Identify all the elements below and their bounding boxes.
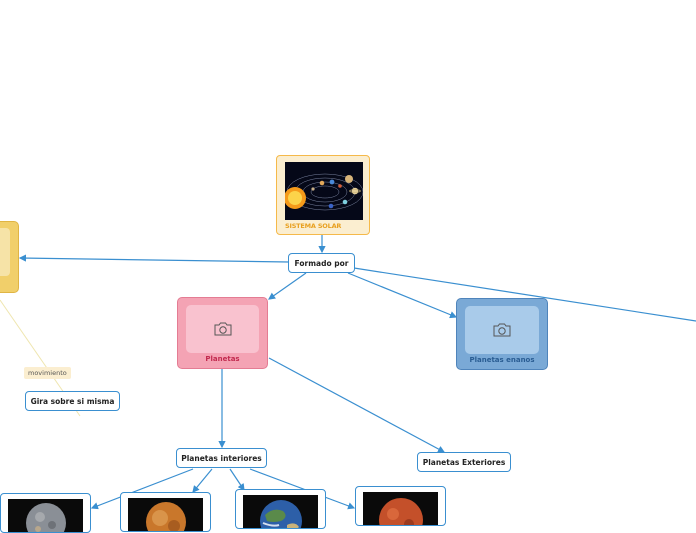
- edge-interiores-p3: [229, 468, 245, 491]
- planet-node-mercury[interactable]: [0, 493, 91, 533]
- earth-illustration: [260, 500, 302, 528]
- left-yellow-card-inner: [0, 228, 10, 276]
- edge-interiores-p1: [90, 468, 194, 510]
- planet-image-venus: [128, 498, 203, 531]
- planetas-enanos-label: Planetas enanos: [469, 356, 535, 364]
- planet-node-venus[interactable]: [120, 492, 211, 532]
- card-planetas[interactable]: Planetas: [177, 297, 268, 369]
- mercury-illustration: [26, 503, 66, 532]
- venus-illustration: [146, 502, 186, 531]
- planetas-image-placeholder: [186, 305, 259, 353]
- planet-node-earth[interactable]: [235, 489, 326, 529]
- camera-icon: [214, 322, 231, 336]
- root-title: SISTEMA SOLAR: [285, 222, 342, 230]
- connector-lines: [0, 235, 696, 510]
- planet-image-mars: [363, 492, 438, 525]
- node-gira-sobre-si-misma[interactable]: Gira sobre si misma: [25, 391, 120, 411]
- edge-interiores-p2: [192, 468, 213, 493]
- solar-system-illustration: [285, 173, 363, 211]
- planet-image-earth: [243, 495, 318, 528]
- left-yellow-card[interactable]: [0, 221, 19, 293]
- mars-illustration: [379, 498, 423, 525]
- planet-image-mercury: [8, 499, 83, 532]
- node-planetas-interiores[interactable]: Planetas interiores: [176, 448, 267, 468]
- tag-movimiento[interactable]: movimiento: [24, 367, 71, 379]
- edge-interiores-p4: [249, 468, 356, 510]
- solar-system-image: [285, 162, 363, 220]
- edge-formado-enanos: [347, 272, 458, 319]
- root-node-sistema-solar[interactable]: SISTEMA SOLAR: [276, 155, 370, 235]
- mind-map-canvas: SISTEMA SOLAR Formado por Planetas Plane…: [0, 155, 696, 533]
- edge-formado-yellow: [18, 254, 290, 263]
- node-planetas-exteriores[interactable]: Planetas Exteriores: [417, 452, 511, 472]
- planetas-label: Planetas: [205, 355, 240, 363]
- planet-node-mars[interactable]: [355, 486, 446, 526]
- planetas-enanos-image-placeholder: [465, 306, 539, 354]
- camera-icon: [493, 323, 511, 337]
- edge-formado-right: [353, 267, 696, 322]
- card-planetas-enanos[interactable]: Planetas enanos: [456, 298, 548, 370]
- edge-formado-planetas: [268, 272, 307, 300]
- node-formado-por[interactable]: Formado por: [288, 253, 355, 273]
- edge-planetas-exteriores: [268, 357, 446, 453]
